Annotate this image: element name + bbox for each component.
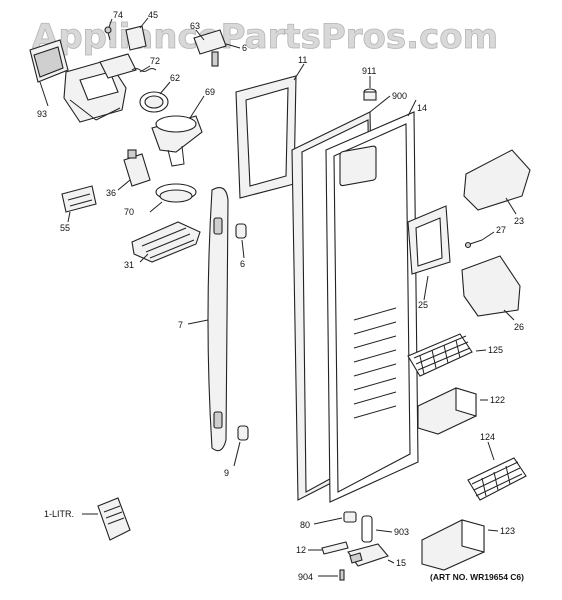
cap-part-911 [363, 88, 377, 101]
gasket-part-14 [325, 111, 419, 503]
callout-904: 904 [298, 572, 313, 582]
board-part-55 [61, 185, 97, 213]
callout-45: 45 [148, 10, 158, 20]
watermark: AppliancePartsPros.com [32, 17, 498, 57]
bin-part-123 [421, 519, 485, 571]
switch-part-36 [123, 149, 151, 187]
callout-6-top: 6 [242, 43, 247, 53]
callout-labels: 74 45 63 6 93 72 62 69 11 911 900 14 36 … [37, 10, 524, 582]
callout-80: 80 [300, 520, 310, 530]
callout-25: 25 [418, 300, 428, 310]
wire-shelf-part-125 [407, 333, 473, 377]
ring-part-62 [139, 91, 169, 113]
callout-72: 72 [150, 56, 160, 66]
bin-part-26 [461, 255, 521, 317]
dispenser-housing-part-93 [29, 39, 137, 123]
actuator-part-63 [193, 29, 227, 67]
callout-15: 15 [396, 558, 406, 568]
spring-part-72 [131, 68, 157, 72]
funnel-part-69 [151, 115, 203, 167]
callout-93: 93 [37, 109, 47, 119]
callout-6-mid: 6 [240, 259, 245, 269]
callout-31: 31 [124, 260, 134, 270]
panel-part-11 [235, 75, 297, 199]
bin-cover-part-23 [463, 149, 531, 211]
callout-11: 11 [298, 55, 307, 65]
lamp-part-70 [155, 183, 197, 203]
callout-27: 27 [496, 225, 506, 235]
callout-911: 911 [362, 66, 376, 76]
bracket-part-45 [125, 25, 147, 51]
callout-7: 7 [178, 320, 183, 330]
callout-123: 123 [500, 526, 515, 536]
bin-part-122 [417, 387, 477, 435]
callout-26: 26 [514, 322, 524, 332]
bracket-part-25 [407, 205, 451, 275]
manual-part-1-litr [97, 497, 131, 541]
callout-1-litr: 1-LITR. [44, 509, 74, 519]
callout-23: 23 [514, 216, 524, 226]
callout-900: 900 [392, 91, 407, 101]
screw-part-904 [339, 569, 345, 581]
callout-63: 63 [190, 21, 200, 31]
callout-14: 14 [417, 103, 427, 113]
callout-12: 12 [296, 545, 306, 555]
screw-part-74 [104, 26, 112, 41]
endcap-part-6 [235, 223, 247, 239]
callout-125: 125 [488, 345, 503, 355]
callout-122: 122 [490, 395, 505, 405]
endcap-part-9 [237, 425, 249, 441]
callout-9: 9 [224, 468, 229, 478]
housing-part-15 [347, 543, 389, 567]
cap-part-80 [343, 511, 357, 523]
bracket-part-12 [321, 541, 349, 555]
callout-124: 124 [480, 432, 495, 442]
tube-part-903 [361, 515, 373, 543]
callout-74: 74 [113, 10, 123, 20]
callout-903: 903 [394, 527, 409, 537]
callout-36: 36 [106, 188, 116, 198]
art-number: (ART NO. WR19654 C6) [430, 572, 524, 582]
callout-69: 69 [205, 87, 215, 97]
screw-part-27 [464, 239, 483, 249]
handle-part-7 [207, 187, 229, 452]
callout-55: 55 [60, 223, 70, 233]
grille-part-31 [131, 221, 201, 263]
shelf-rails [353, 307, 397, 419]
callout-62: 62 [170, 73, 180, 83]
callout-70: 70 [124, 207, 134, 217]
wire-shelf-part-124 [467, 457, 527, 501]
